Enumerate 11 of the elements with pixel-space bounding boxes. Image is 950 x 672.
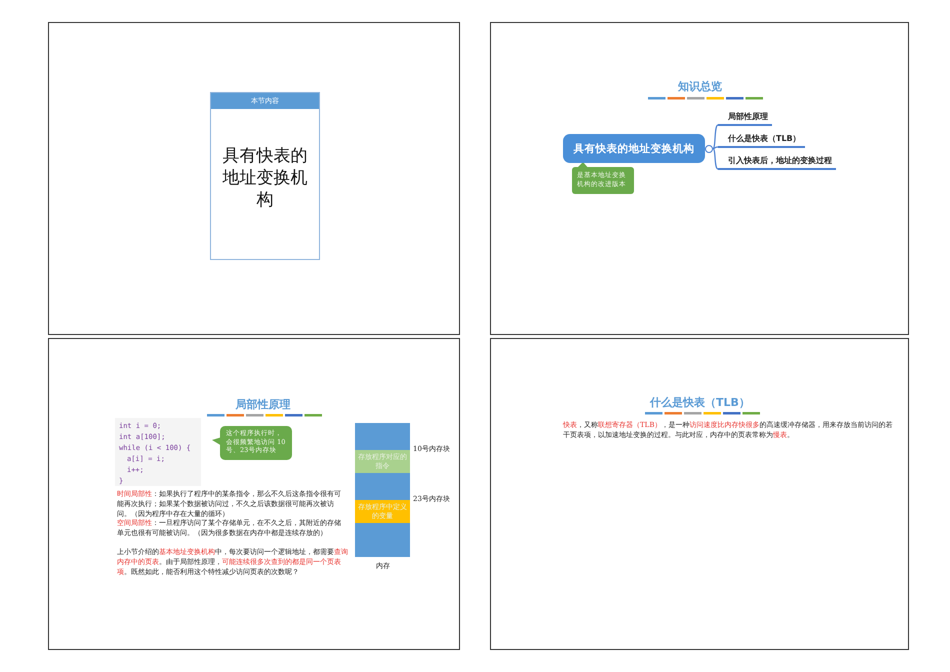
memory-bar	[355, 423, 410, 557]
branch-topic: 什么是快表（TLB）	[718, 133, 805, 148]
card-title: 具有快表的地址变换机构	[222, 145, 308, 211]
slide-title: 知识总览	[678, 79, 722, 94]
slide-title: 什么是快表（TLB）	[650, 395, 750, 410]
content-card	[210, 92, 320, 260]
branch-topic: 局部性原理	[718, 111, 772, 126]
connector-line	[712, 124, 718, 149]
slide-title: 局部性原理	[236, 397, 290, 412]
branch-topic: 引入快表后，地址的变换过程	[718, 155, 836, 170]
connector-line	[712, 148, 718, 170]
